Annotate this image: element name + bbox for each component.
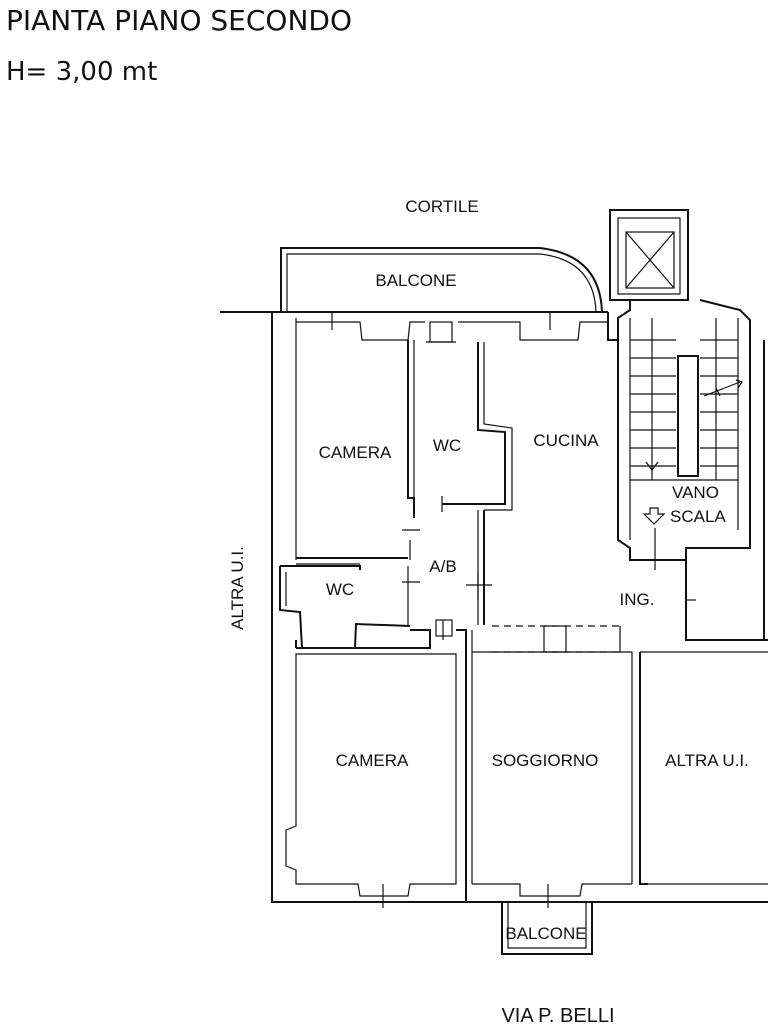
room-label-wc-bottom: WC: [326, 580, 354, 599]
plan-title: PIANTA PIANO SECONDO: [6, 4, 352, 37]
balcony-top: [280, 247, 603, 313]
room-label-ing: ING.: [620, 590, 655, 609]
room-label-camera-bottom: CAMERA: [336, 751, 409, 770]
room-label-wc-top: WC: [433, 436, 461, 455]
height-note: H= 3,00 mt: [6, 57, 157, 87]
scala-label: SCALA: [670, 507, 726, 526]
neighbour-edge: [639, 340, 768, 885]
room-label-soggiorno: SOGGIORNO: [492, 751, 599, 770]
street-label: VIA P. BELLI: [501, 1005, 614, 1024]
lower-rooms: [285, 653, 768, 908]
room-label-altra-ui-left: ALTRA U.I.: [228, 546, 247, 630]
room-label-altra-ui-right: ALTRA U.I.: [665, 751, 749, 770]
room-label-balcone-bottom: BALCONE: [505, 924, 586, 943]
courtyard-label: CORTILE: [405, 197, 478, 216]
room-label-ab: A/B: [429, 557, 456, 576]
arrow-down-icon: [642, 507, 666, 525]
balcony-bottom: [501, 902, 593, 955]
interior-walls: [279, 340, 696, 902]
vano-label: VANO: [672, 483, 719, 502]
exterior-walls: [220, 311, 630, 903]
room-label-cucina: CUCINA: [533, 431, 599, 450]
room-label-camera-top: CAMERA: [319, 443, 392, 462]
room-label-balcone-top: BALCONE: [375, 271, 456, 290]
stairwell: [609, 209, 751, 570]
